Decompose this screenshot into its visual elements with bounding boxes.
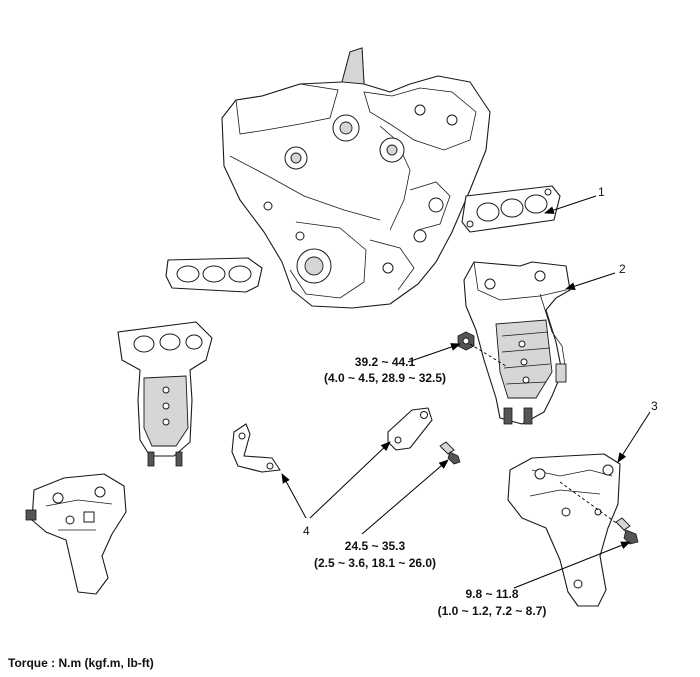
engine-assembly [221, 47, 491, 309]
torque-spec-3-conversion: (1.0 ~ 1.2, 7.2 ~ 8.7) [437, 604, 547, 618]
exhaust-bracket-right [387, 407, 433, 451]
leader-part4-right [309, 441, 391, 519]
torque-spec-1-value: 39.2 ~ 44.1 [354, 355, 416, 369]
protector-alignment-line [559, 481, 627, 531]
heat-protector-right [507, 453, 621, 607]
leader-torque2 [361, 459, 449, 535]
torque-spec-3-value: 9.8 ~ 11.8 [465, 587, 519, 601]
bracket-bolt [439, 441, 461, 465]
manifold-nut [457, 331, 475, 351]
exhaust-manifold-catalytic-converter-left [117, 321, 213, 467]
callout-3: 3 [651, 399, 658, 413]
callout-2: 2 [619, 262, 626, 276]
torque-spec-2-value: 24.5 ~ 35.3 [344, 539, 406, 553]
exhaust-manifold-catalytic-converter-right [463, 261, 571, 425]
leader-part3 [617, 411, 651, 463]
leader-torque1 [407, 343, 461, 363]
torque-spec-2-conversion: (2.5 ~ 3.6, 18.1 ~ 26.0) [313, 556, 437, 570]
exhaust-bracket-left [231, 423, 281, 473]
leader-part2 [565, 272, 616, 291]
callout-1: 1 [598, 185, 605, 199]
heat-protector-left [25, 473, 127, 595]
left-exhaust-gasket [165, 257, 263, 293]
nut-alignment-line [469, 343, 507, 367]
heat-protector-bolt [615, 517, 639, 545]
leader-torque3 [513, 541, 631, 589]
callout-4: 4 [303, 524, 310, 538]
exhaust-manifold-gasket [461, 185, 561, 233]
torque-spec-1-conversion: (4.0 ~ 4.5, 28.9 ~ 32.5) [323, 371, 447, 385]
leader-part1 [544, 195, 597, 214]
leader-part4-left [281, 473, 307, 519]
torque-unit-note: Torque : N.m (kgf.m, lb-ft) [8, 656, 154, 670]
